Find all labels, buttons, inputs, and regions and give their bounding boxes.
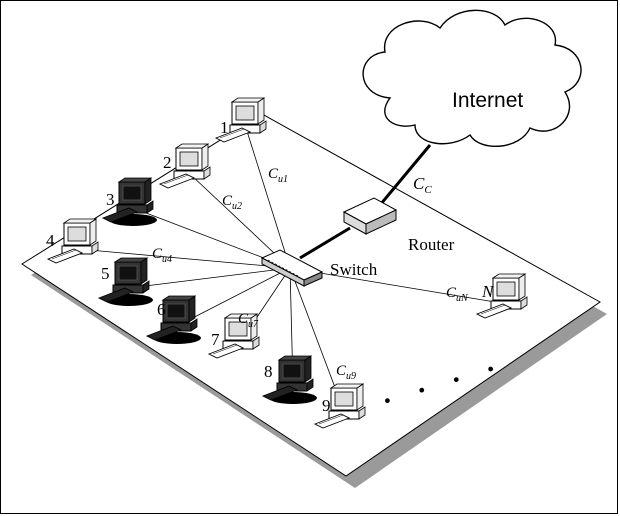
computer-number-7: 7 [211,330,220,349]
link-label-9: Cu9 [336,363,356,382]
internet-cloud [362,9,582,147]
computer-number-9: 9 [322,396,331,415]
link-router-switch [299,226,351,260]
link-line-2 [189,173,291,269]
link-label-7: Cu7 [238,311,259,330]
uplink-router-internet [378,144,432,206]
switch-label: Switch [330,260,378,279]
link-line-n [289,267,508,305]
computer-number-8: 8 [264,362,273,381]
link-label-2: Cu2 [222,193,242,212]
link-label-1: Cu1 [268,166,288,185]
computer-number-n: N [481,282,495,301]
computer-number-1: 1 [220,118,229,137]
computer-number-3: 3 [106,190,115,209]
router-label: Router [408,235,455,254]
router-icon [342,197,398,235]
computer-number-6: 6 [157,300,166,319]
uplink-label: CC [413,174,432,196]
link-line-1 [245,127,291,269]
link-line-4 [77,248,291,269]
link-line-6 [176,267,291,327]
computer-number-4: 4 [46,231,55,250]
link-label-n: CuN [446,285,469,304]
computer-number-5: 5 [101,264,110,283]
link-label-4: Cu4 [152,246,172,265]
switch-icon [260,249,324,287]
internet-label: Internet [452,89,523,112]
computer-number-2: 2 [163,153,172,172]
link-line-5 [128,267,291,289]
